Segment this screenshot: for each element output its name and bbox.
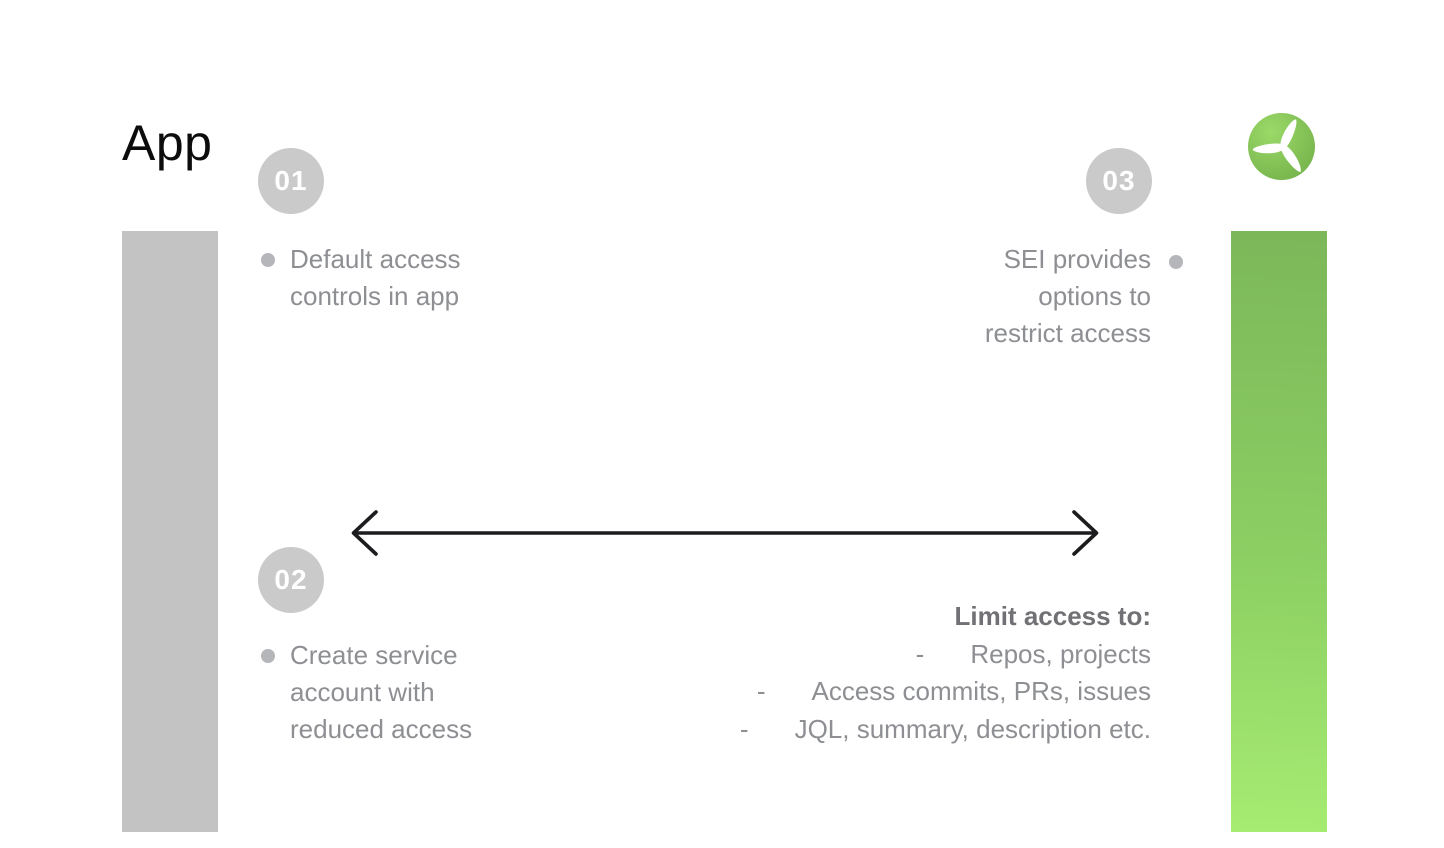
bullet-icon (1169, 255, 1183, 269)
bullet-icon (261, 649, 275, 663)
list-item: - Access commits, PRs, issues (740, 673, 1151, 711)
step-number-label: 03 (1102, 165, 1136, 196)
dash-marker: - (915, 638, 925, 669)
step-number-label: 01 (274, 165, 308, 196)
list-item-label: JQL, summary, description etc. (794, 713, 1151, 744)
step-number-badge-03: 03 (1086, 148, 1152, 214)
list-item: - Repos, projects (740, 636, 1151, 674)
double-headed-arrow-icon (345, 503, 1105, 563)
app-title: App (122, 115, 213, 171)
list-item-label: Repos, projects (970, 638, 1151, 669)
dash-marker: - (756, 676, 766, 706)
step-number-badge-01: 01 (258, 148, 324, 214)
bullet-icon (261, 253, 275, 267)
list-item-label: Access commits, PRs, issues (811, 676, 1151, 706)
step-text-default-access: Default access controls in app (290, 244, 461, 311)
limit-access-block: Limit access to: - Repos, projects - Acc… (740, 598, 1151, 748)
turbine-propeller-icon (1248, 113, 1315, 180)
step-text-sei-restrict: SEI provides options to restrict access (984, 244, 1151, 348)
list-item: - JQL, summary, description etc. (740, 711, 1151, 749)
step-number-label: 02 (274, 564, 308, 595)
limit-access-heading: Limit access to: (954, 601, 1151, 631)
sei-green-bar (1231, 231, 1327, 832)
step-text-service-account: Create service account with reduced acce… (290, 640, 473, 744)
step-number-badge-02: 02 (258, 547, 324, 613)
app-gray-bar (122, 231, 218, 832)
dash-marker: - (739, 713, 749, 744)
